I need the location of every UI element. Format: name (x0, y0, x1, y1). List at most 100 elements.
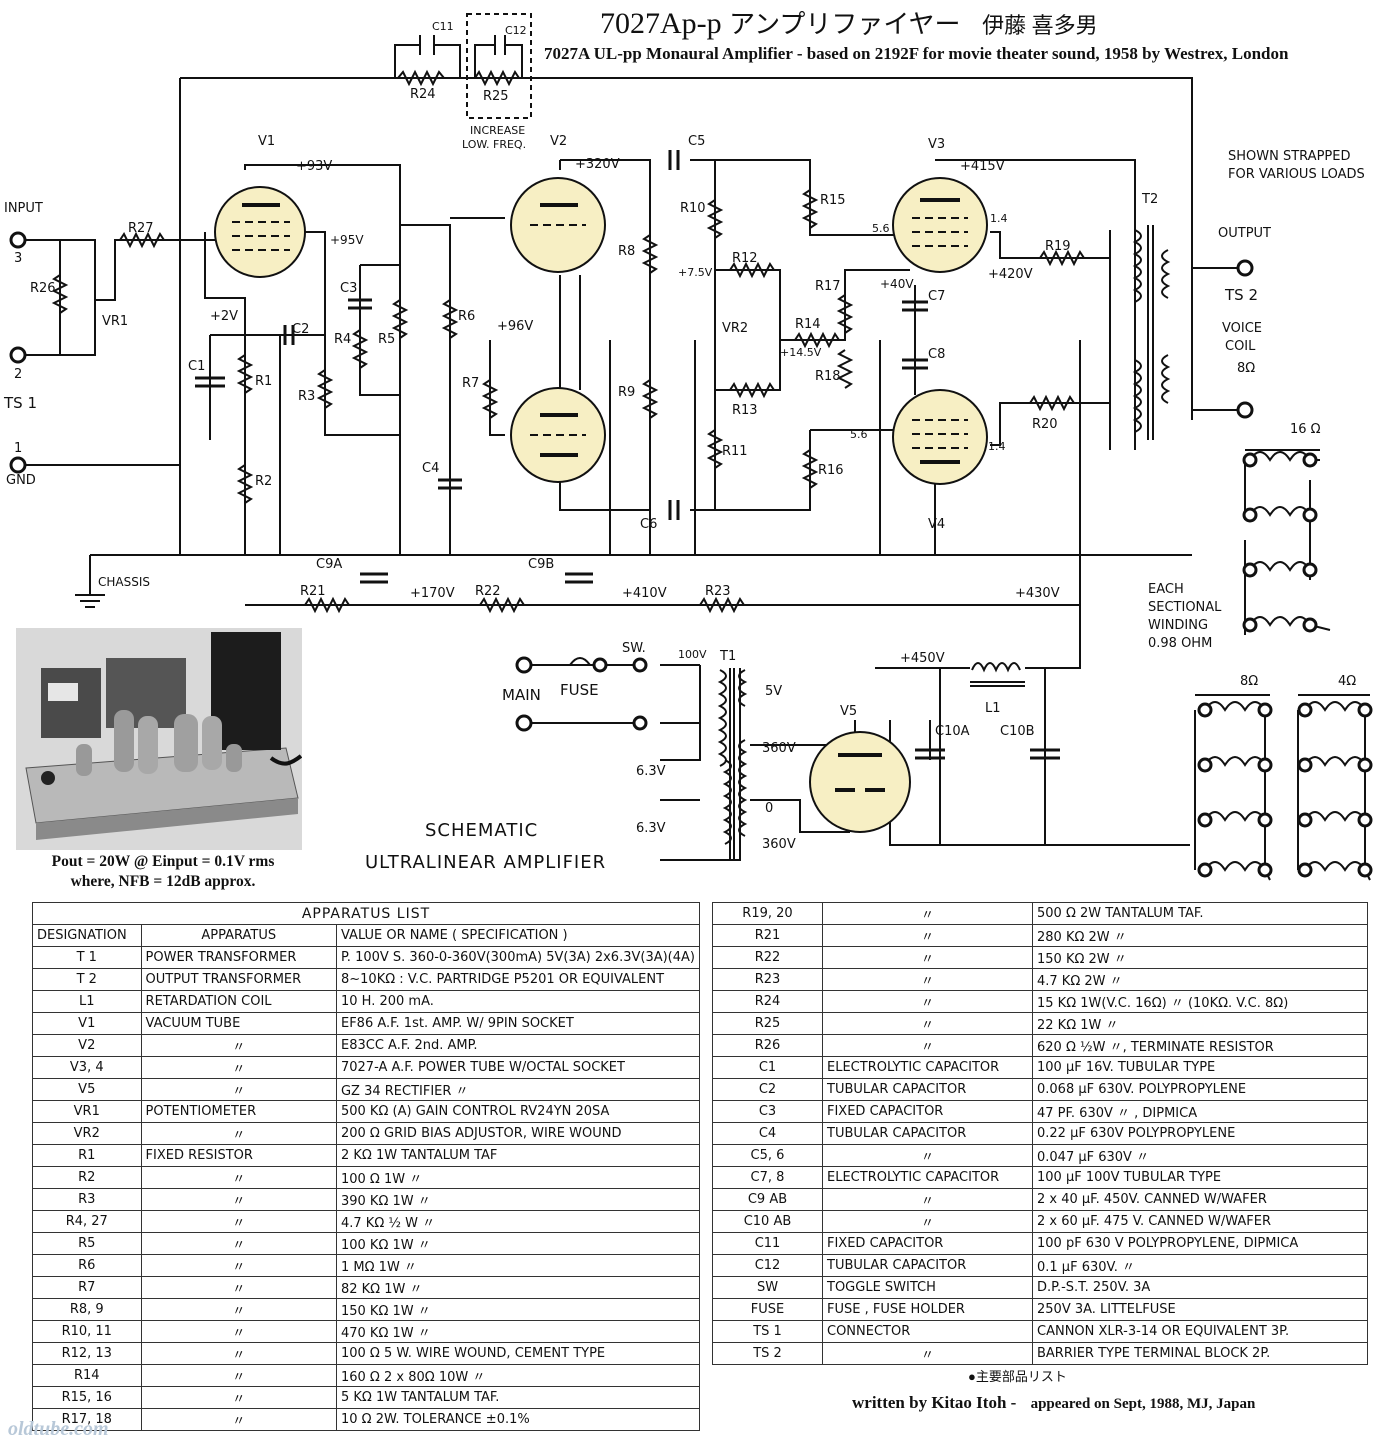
value-cell: GZ 34 RECTIFIER 〃 (335, 1078, 701, 1101)
schematic-caption-line2: ULTRALINEAR AMPLIFIER (365, 852, 607, 873)
apparatus-cell: 〃 (140, 1078, 337, 1101)
apparatus-cell: TUBULAR CAPACITOR (822, 1254, 1033, 1277)
designation-cell: C11 (712, 1232, 823, 1255)
designation-cell: VR1 (32, 1100, 142, 1123)
label-c12: C12 (505, 24, 527, 37)
value-cell: 500 Ω 2W TANTALUM TAF. (1032, 902, 1368, 925)
tube-v5 (809, 731, 911, 833)
label-r9: R9 (618, 385, 635, 400)
designation-cell: C4 (712, 1122, 823, 1145)
apparatus-cell: 〃 (140, 1408, 337, 1431)
label-t2: T2 (1141, 192, 1158, 207)
apparatus-cell: 〃 (822, 1012, 1033, 1035)
label-gnd: GND (6, 473, 36, 488)
amplifier-photo (16, 628, 302, 850)
value-cell: CANNON XLR-3-14 OR EQUIVALENT 3P. (1032, 1320, 1368, 1343)
label-c1: C1 (188, 359, 205, 374)
value-cell: 8~10KΩ : V.C. PARTRIDGE P5201 OR EQUIVAL… (335, 968, 701, 991)
apparatus-cell: 〃 (822, 946, 1033, 969)
label-4-ohm-strap: 4Ω (1338, 674, 1356, 689)
value-cell: 620 Ω ½W 〃, TERMINATE RESISTOR (1032, 1034, 1368, 1057)
label-r12: R12 (732, 251, 758, 266)
designation-cell: R22 (712, 946, 823, 969)
table-row: R19, 20〃500 Ω 2W TANTALUM TAF. (712, 902, 1368, 925)
label-r3: R3 (298, 389, 315, 404)
designation-cell: C12 (712, 1254, 823, 1277)
label-pin2: 2 (14, 367, 22, 382)
designation-cell: R12, 13 (32, 1342, 142, 1365)
apparatus-cell: 〃 (822, 924, 1033, 947)
value-cell: 470 KΩ 1W 〃 (335, 1320, 701, 1343)
value-cell: 82 KΩ 1W 〃 (335, 1276, 701, 1299)
value-cell: 280 KΩ 2W 〃 (1032, 924, 1368, 947)
value-cell: 100 μF 16V. TUBULAR TYPE (1032, 1056, 1368, 1079)
label-shown-strapped: SHOWN STRAPPED (1228, 149, 1350, 164)
label-r5: R5 (378, 332, 395, 347)
label-420v: +420V (988, 267, 1033, 282)
label-0v: 0 (765, 801, 773, 816)
designation-cell: R1 (32, 1144, 142, 1167)
value-cell: 5 KΩ 1W TANTALUM TAF. (335, 1386, 701, 1409)
designation-cell: VR2 (32, 1122, 142, 1145)
designation-cell: T 1 (32, 946, 142, 969)
label-each: EACH (1148, 582, 1184, 597)
apparatus-cell: POTENTIOMETER (140, 1100, 337, 1123)
title-model: 7027Ap-p (600, 7, 722, 40)
apparatus-cell: FIXED CAPACITOR (822, 1100, 1033, 1123)
label-r26: R26 (30, 281, 56, 296)
apparatus-cell: 〃 (822, 902, 1033, 925)
designation-cell: V3, 4 (32, 1056, 142, 1079)
label-c7: C7 (928, 289, 945, 304)
label-voice: VOICE (1222, 321, 1262, 336)
label-output: OUTPUT (1218, 226, 1271, 241)
label-c6: C6 (640, 517, 657, 532)
label-main: MAIN (502, 686, 541, 704)
label-c9b: C9B (528, 557, 554, 572)
designation-cell: TS 2 (712, 1342, 823, 1365)
designation-cell: R25 (712, 1012, 823, 1035)
label-winding: WINDING (1148, 618, 1208, 633)
designation-cell: C3 (712, 1100, 823, 1123)
value-cell: 390 KΩ 1W 〃 (335, 1188, 701, 1211)
designation-cell: R24 (712, 990, 823, 1013)
value-cell: 100 Ω 1W 〃 (335, 1166, 701, 1189)
mains-terminal-b (515, 714, 533, 732)
apparatus-cell: OUTPUT TRANSFORMER (140, 968, 337, 991)
label-r11: R11 (722, 444, 748, 459)
label-r24: R24 (410, 87, 436, 102)
apparatus-cell: 〃 (140, 1298, 337, 1321)
value-cell: 150 KΩ 1W 〃 (335, 1298, 701, 1321)
label-r6: R6 (458, 309, 475, 324)
value-cell: 100 μF 100V TUBULAR TYPE (1032, 1166, 1368, 1189)
tube-v4 (892, 389, 988, 485)
table-row: R22〃150 KΩ 2W 〃 (712, 946, 1368, 969)
capacitors (195, 150, 1060, 760)
label-r18: R18 (815, 369, 841, 384)
label-r8: R8 (618, 244, 635, 259)
label-2v: +2V (210, 309, 238, 324)
label-7-5v: +7.5V (678, 266, 713, 279)
label-r15: R15 (820, 193, 846, 208)
output-terminal-cold (1236, 401, 1254, 419)
label-r4: R4 (334, 332, 351, 347)
label-input: INPUT (4, 201, 43, 216)
designation-cell: C2 (712, 1078, 823, 1101)
label-r27: R27 (128, 221, 154, 236)
label-v4-pin-1-4: 1.4 (988, 440, 1006, 453)
designation-cell: V5 (32, 1078, 142, 1101)
label-r2: R2 (255, 474, 272, 489)
credit-author: written by Kitao Itoh - (852, 1393, 1017, 1412)
header-value: VALUE OR NAME ( SPECIFICATION ) (335, 924, 701, 947)
label-sw: SW. (622, 641, 646, 656)
apparatus-cell: 〃 (140, 1034, 337, 1057)
designation-cell: R19, 20 (712, 902, 823, 925)
label-6-3v-a: 6.3V (636, 764, 666, 779)
apparatus-cell: 〃 (140, 1342, 337, 1365)
table-row: R3〃390 KΩ 1W 〃 (32, 1188, 701, 1211)
apparatus-list-right: R19, 20〃500 Ω 2W TANTALUM TAF.R21〃280 KΩ… (712, 902, 1368, 1365)
transformers (569, 225, 1171, 860)
designation-cell: C10 AB (712, 1210, 823, 1233)
label-vr2: VR2 (722, 321, 748, 336)
label-360v-bottom: 360V (762, 837, 796, 852)
